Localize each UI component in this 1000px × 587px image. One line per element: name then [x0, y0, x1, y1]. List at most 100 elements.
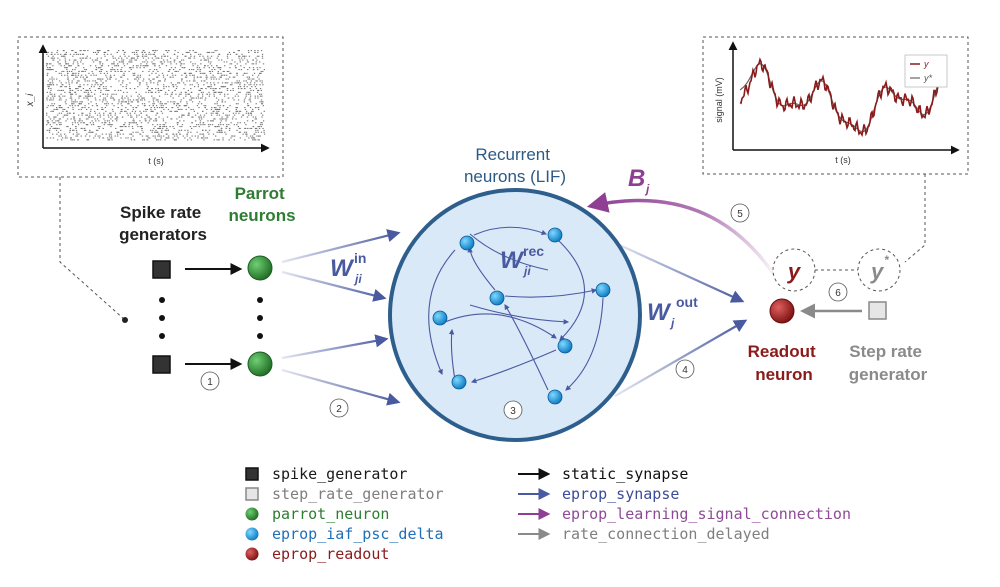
raster-panel: t (s) x_i	[17, 36, 284, 178]
spike-mark	[95, 120, 97, 122]
spike-mark	[181, 126, 183, 128]
spike-mark	[160, 139, 162, 141]
spike-mark	[194, 86, 196, 88]
spike-mark	[96, 105, 98, 107]
spike-mark	[224, 93, 226, 95]
spike-mark	[103, 72, 105, 74]
spike-mark	[232, 88, 234, 90]
spike-mark	[263, 110, 265, 112]
spike-mark	[200, 91, 203, 93]
spike-mark	[140, 99, 142, 101]
spike-mark	[108, 122, 111, 124]
spike-mark	[60, 86, 63, 88]
step-label-2: 2	[336, 404, 342, 415]
spike-mark	[131, 51, 134, 53]
spike-mark	[69, 131, 71, 133]
spike-mark	[177, 107, 179, 109]
spike-mark	[140, 63, 142, 65]
spike-mark	[159, 61, 162, 63]
spike-mark	[75, 51, 77, 53]
spike-mark	[256, 59, 258, 61]
spike-mark	[248, 105, 250, 107]
spike-mark	[189, 57, 191, 59]
spike-mark	[95, 133, 97, 135]
spike-mark	[158, 127, 160, 129]
spike-mark	[130, 137, 132, 139]
raster-panel-frame	[17, 36, 284, 178]
spike-mark	[243, 122, 246, 124]
spike-mark	[162, 124, 164, 126]
spike-mark	[142, 57, 145, 59]
spike-mark	[148, 120, 151, 122]
spike-mark	[52, 69, 54, 71]
spike-mark	[121, 67, 123, 69]
spike-mark	[62, 108, 64, 110]
spike-mark	[117, 70, 119, 72]
spike-mark	[181, 124, 184, 126]
spike-mark	[98, 127, 100, 129]
spike-mark	[107, 50, 109, 52]
spike-mark	[56, 107, 58, 109]
spike-mark	[52, 137, 55, 139]
connection-legend: static_synapse eprop_synapse eprop_learn…	[518, 465, 851, 543]
spike-mark	[65, 135, 67, 137]
spike-mark	[113, 69, 116, 71]
spike-mark	[237, 95, 239, 97]
spike-mark	[229, 72, 231, 74]
spike-mark	[179, 126, 181, 128]
spike-mark	[251, 78, 253, 80]
spike-mark	[143, 97, 145, 99]
spike-mark	[70, 137, 72, 139]
spike-mark	[135, 131, 137, 133]
spike-mark	[173, 103, 175, 105]
spike-mark	[49, 78, 51, 80]
spike-mark	[71, 80, 73, 82]
signal-panel-frame	[702, 36, 969, 175]
spike-mark	[101, 133, 104, 135]
spike-mark	[200, 124, 202, 126]
legend-label-ystar: y*	[923, 73, 933, 83]
spike-mark	[52, 84, 54, 86]
spike-mark	[224, 118, 226, 120]
spike-mark	[116, 118, 118, 120]
spike-mark	[72, 124, 74, 126]
spike-mark	[142, 139, 144, 141]
spike-mark	[153, 101, 155, 103]
spike-mark	[221, 118, 223, 120]
spike-mark	[164, 139, 166, 141]
spike-mark	[124, 51, 126, 53]
spike-mark	[261, 101, 263, 103]
spike-mark	[222, 74, 224, 76]
spike-mark	[157, 80, 160, 82]
spike-mark	[68, 65, 70, 67]
spike-mark	[174, 139, 176, 141]
spike-mark	[137, 101, 139, 103]
spike-mark	[152, 50, 154, 52]
spike-mark	[99, 88, 101, 90]
spike-mark	[185, 51, 187, 53]
spike-mark	[227, 82, 229, 84]
spike-mark	[143, 50, 145, 52]
spike-mark	[57, 53, 59, 55]
spike-mark	[206, 93, 208, 95]
spike-mark	[58, 72, 60, 74]
spike-mark	[163, 108, 165, 110]
spike-mark	[91, 105, 94, 107]
spike-mark	[243, 72, 245, 74]
spike-mark	[133, 139, 136, 141]
spike-mark	[90, 108, 92, 110]
spike-mark	[201, 88, 203, 90]
spike-mark	[58, 99, 60, 101]
spike-mark	[158, 127, 161, 129]
spike-mark	[148, 53, 150, 55]
spike-mark	[50, 84, 52, 86]
spike-mark	[177, 137, 179, 139]
spike-mark	[107, 137, 109, 139]
spike-mark	[246, 82, 249, 84]
spike-mark	[222, 137, 224, 139]
spike-mark	[242, 133, 244, 135]
spike-mark	[230, 72, 232, 74]
spike-mark	[156, 76, 158, 78]
spike-mark	[243, 80, 245, 82]
spike-mark	[217, 72, 219, 74]
